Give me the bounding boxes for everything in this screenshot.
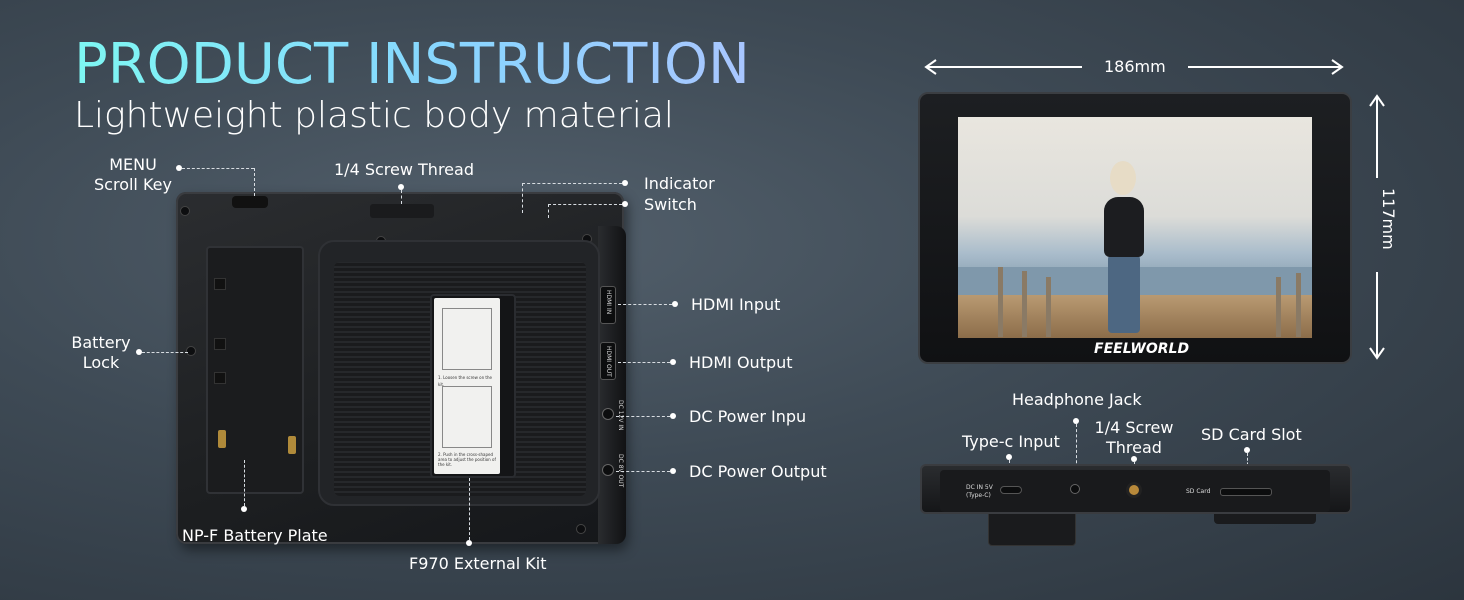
sd-card-print: SD Card — [1186, 488, 1211, 495]
bottom-screw-thread-line2: Thread — [1106, 438, 1162, 457]
leader-line — [142, 352, 188, 353]
battery-lock-label: Battery Lock — [66, 333, 136, 373]
sd-card-slot-label: SD Card Slot — [1201, 425, 1302, 444]
monitor-side-panel — [598, 226, 626, 544]
battery-lock-label-line2: Lock — [82, 353, 120, 372]
bottom-screw-thread — [1126, 482, 1142, 498]
leader-dot — [670, 359, 676, 365]
screw-thread-label: 1/4 Screw Thread — [334, 160, 474, 179]
leader-line — [616, 416, 670, 417]
hdmi-in-port — [600, 286, 616, 324]
sd-card-slot — [1220, 488, 1272, 496]
height-dimension-arrow — [1369, 94, 1385, 360]
battery-plate — [206, 246, 304, 494]
leader-line — [1076, 424, 1077, 484]
brand-logo: FEELWORLD — [1094, 341, 1190, 357]
hdmi-out-port — [600, 342, 616, 380]
leader-dot — [1073, 418, 1079, 424]
switch-label: Switch — [644, 195, 697, 214]
bottom-screw-thread-label: 1/4 Screw Thread — [1094, 418, 1174, 458]
leader-dot — [466, 540, 472, 546]
screen-person-body — [1104, 197, 1144, 257]
leader-dot — [622, 180, 628, 186]
dc-power-output-label: DC Power Output — [689, 462, 827, 481]
dc-in-print-line1: DC IN 5V — [966, 484, 993, 491]
headphone-jack-port — [1070, 484, 1080, 494]
dc-out-port — [602, 464, 614, 476]
kit-step-2: 2. Push in the cross-shaped area to adju… — [438, 452, 496, 467]
leader-line — [182, 168, 254, 169]
height-dimension: 117mm — [1379, 188, 1398, 250]
leader-line — [548, 204, 622, 205]
bottom-screw-thread-line1: 1/4 Screw — [1094, 418, 1174, 437]
battery-lock-button — [186, 346, 196, 356]
leader-dot — [1244, 447, 1250, 453]
leader-line — [522, 183, 622, 184]
battery-plate-label: NP-F Battery Plate — [182, 526, 328, 545]
page-title: PRODUCT INSTRUCTION — [74, 32, 750, 97]
leader-line — [548, 204, 549, 218]
hdmi-output-label: HDMI Output — [689, 353, 793, 372]
leader-dot — [176, 165, 182, 171]
hdmi-out-print: HDMI OUT — [605, 346, 612, 377]
top-screw-thread — [370, 204, 434, 218]
kit-instruction-sticker: 1. Loosen the screw on the kit. 2. Push … — [434, 298, 500, 474]
type-c-input-label: Type-c Input — [962, 432, 1060, 451]
screen-person-head — [1110, 161, 1136, 195]
leader-dot — [670, 468, 676, 474]
corner-screw — [180, 206, 190, 216]
battery-lock-label-line1: Battery — [71, 333, 131, 352]
external-kit-label: F970 External Kit — [409, 554, 547, 573]
leader-dot — [136, 349, 142, 355]
dc-in-port — [602, 408, 614, 420]
monitor-screen — [958, 117, 1312, 338]
leader-line — [254, 168, 255, 196]
bottom-bracket — [988, 512, 1076, 546]
leader-dot — [1131, 456, 1137, 462]
leader-line — [522, 183, 523, 213]
menu-label: MENU Scroll Key — [94, 155, 172, 195]
width-dimension: 186mm — [1104, 57, 1166, 76]
leader-dot — [672, 301, 678, 307]
leader-dot — [398, 184, 404, 190]
menu-label-line2: Scroll Key — [94, 175, 172, 194]
leader-line — [618, 362, 670, 363]
leader-line — [244, 460, 245, 506]
screen-person-legs — [1108, 255, 1140, 333]
corner-screw — [576, 524, 586, 534]
headphone-jack-label: Headphone Jack — [1012, 390, 1142, 409]
width-dimension-arrow — [924, 59, 1344, 75]
leader-dot — [622, 201, 628, 207]
hdmi-in-print: HDMI IN — [605, 290, 612, 315]
bottom-foot — [1214, 512, 1316, 524]
type-c-port — [1000, 486, 1022, 494]
leader-line — [616, 471, 670, 472]
hdmi-input-label: HDMI Input — [691, 295, 781, 314]
menu-label-line1: MENU — [109, 155, 157, 174]
dc-power-input-label: DC Power Inpu — [689, 407, 807, 426]
leader-dot — [1006, 454, 1012, 460]
dc-in-print-line2: (Type-C) — [966, 492, 991, 499]
page-subtitle: Lightweight plastic body material — [74, 95, 674, 136]
leader-line — [469, 478, 470, 540]
leader-line — [401, 190, 402, 204]
kit-step-1: 1. Loosen the screw on the kit. — [438, 375, 492, 387]
leader-dot — [241, 506, 247, 512]
leader-line — [618, 304, 672, 305]
menu-scroll-key — [232, 196, 268, 208]
indicator-label: Indicator — [644, 174, 715, 193]
leader-dot — [670, 413, 676, 419]
